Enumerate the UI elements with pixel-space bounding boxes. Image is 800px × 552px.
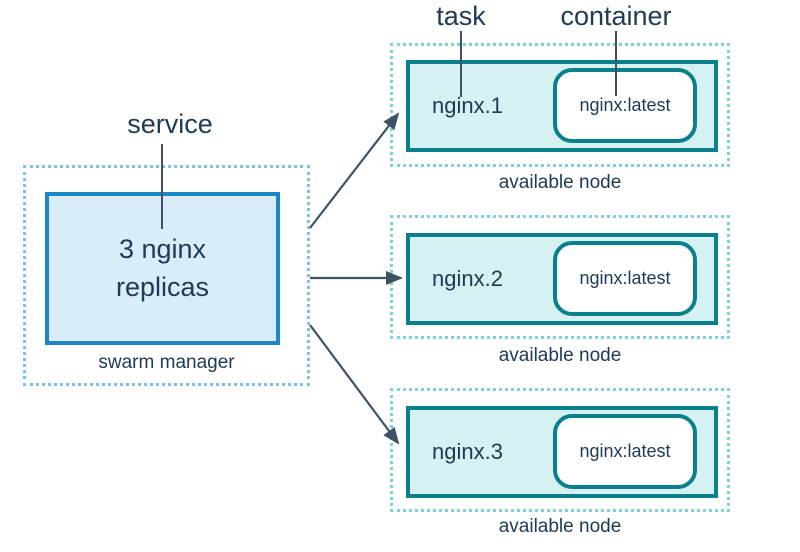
service-box-text: 3 nginx replicas (115, 233, 210, 302)
container-label: container (560, 1, 672, 31)
node-3-container-box: nginx:latest (553, 414, 697, 489)
arrow-manager-to-node-3 (309, 324, 400, 445)
node-1-task-box: nginx.1 nginx:latest (406, 60, 718, 152)
node-2-task-name: nginx.2 (432, 266, 503, 291)
swarm-manager-caption: swarm manager (98, 352, 235, 373)
service-box: 3 nginx replicas (45, 192, 280, 345)
node-1-caption: available node (498, 172, 622, 193)
task-label: task (436, 1, 486, 31)
arrow-manager-to-node-1 (309, 112, 400, 229)
node-2-container-box: nginx:latest (553, 241, 697, 316)
node-2-task-box: nginx.2 nginx:latest (406, 233, 718, 325)
service-label: service (127, 109, 213, 139)
node-3-caption: available node (498, 516, 622, 537)
node-3-task-name: nginx.3 (432, 439, 503, 464)
node-1-container-box: nginx:latest (553, 68, 697, 143)
node-3-task-box: nginx.3 nginx:latest (406, 406, 718, 498)
node-1-task-name: nginx.1 (432, 93, 503, 118)
node-3-container-name: nginx:latest (579, 441, 671, 461)
node-2-container-name: nginx:latest (579, 268, 671, 288)
node-2-caption: available node (498, 345, 622, 366)
node-1-container-name: nginx:latest (579, 95, 671, 115)
